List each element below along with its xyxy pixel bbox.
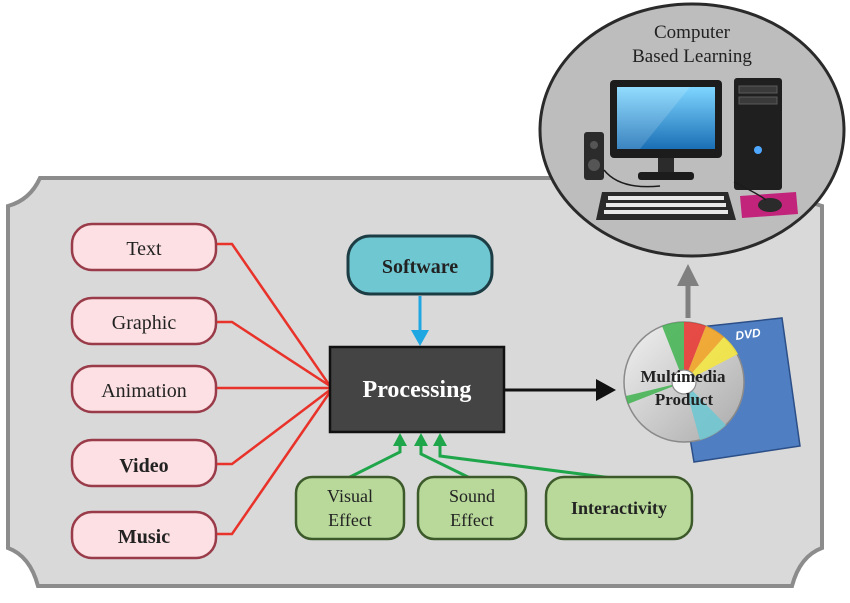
cpu-tower-icon	[734, 78, 782, 190]
visual-effect-line1: Visual	[327, 486, 373, 506]
product-line2: Product	[655, 390, 714, 409]
input-text: Text	[70, 222, 218, 272]
effect-connectors	[347, 444, 613, 480]
input-music-label: Music	[118, 526, 170, 548]
effect-arrowheads	[393, 433, 447, 446]
processing-to-product-arrow	[505, 379, 616, 401]
input-video-label: Video	[119, 455, 168, 477]
product-line1: Multimedia	[641, 367, 726, 386]
input-connectors	[217, 242, 332, 536]
multimedia-disc: Multimedia Product	[623, 321, 745, 443]
product-to-cbl-arrow	[677, 264, 699, 318]
sound-effect-box: Sound Effect	[416, 475, 528, 541]
processing-label: Processing	[363, 377, 472, 403]
interactivity-label: Interactivity	[571, 498, 667, 518]
cbl-line2: Based Learning	[632, 46, 752, 67]
visual-effect-box: Visual Effect	[294, 475, 406, 541]
interactivity-box: Interactivity	[544, 475, 694, 541]
input-graphic-label: Graphic	[112, 312, 177, 334]
input-video: Video	[70, 438, 218, 488]
mouse-icon	[740, 192, 798, 218]
software-box: Software	[346, 234, 494, 296]
input-text-label: Text	[126, 238, 162, 260]
input-animation-label: Animation	[101, 380, 187, 402]
input-animation: Animation	[70, 364, 218, 414]
input-music: Music	[70, 510, 218, 560]
visual-effect-line2: Effect	[328, 510, 372, 530]
sound-effect-line1: Sound	[449, 486, 495, 506]
input-graphic: Graphic	[70, 296, 218, 346]
sound-effect-line2: Effect	[450, 510, 494, 530]
keyboard-icon	[596, 192, 736, 220]
software-arrow	[411, 296, 429, 346]
monitor-icon	[610, 80, 722, 180]
speaker-icon	[584, 132, 604, 180]
cbl-line1: Computer	[654, 22, 731, 43]
dvd-logo-label: DVD	[734, 326, 761, 343]
computer-illustration	[584, 78, 798, 220]
processing-box: Processing	[328, 345, 506, 434]
software-label: Software	[382, 256, 458, 278]
